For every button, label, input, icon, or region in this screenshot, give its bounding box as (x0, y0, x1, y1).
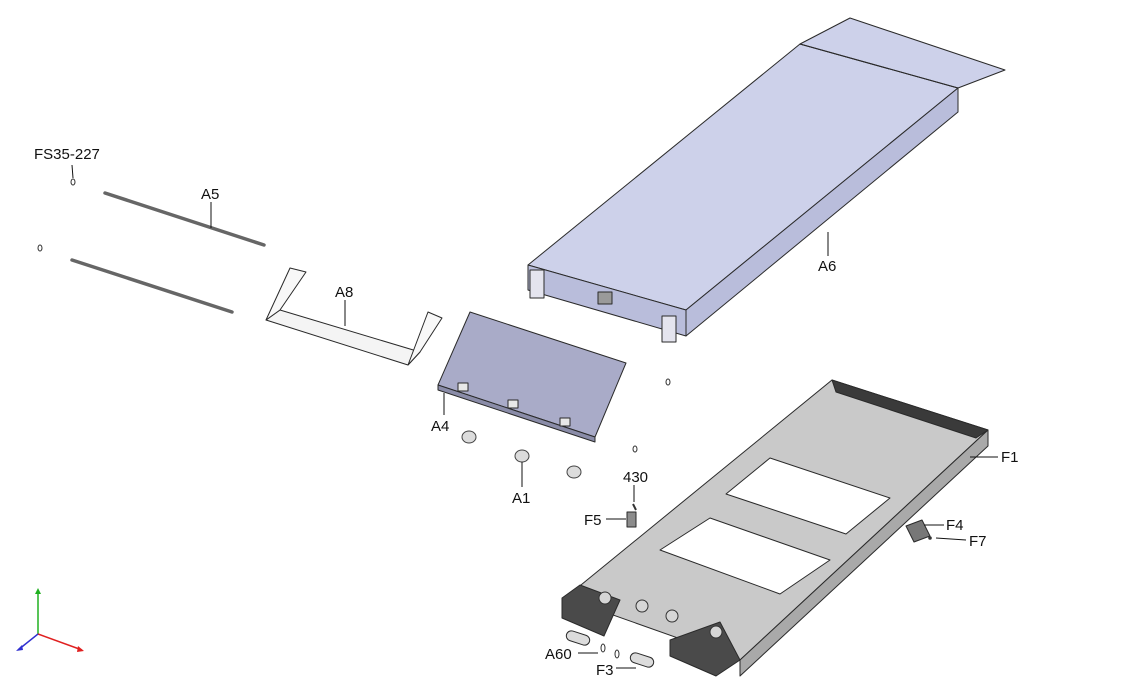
a5-rod-upper (103, 191, 266, 247)
part-a1-bushings (461, 378, 671, 479)
a6-latch-left (529, 269, 545, 299)
part-f5 (626, 511, 637, 528)
f1-cutout-upper (725, 457, 891, 535)
f4-block (905, 519, 931, 543)
f1-cutout-lower (659, 517, 831, 595)
screw-430 (632, 503, 637, 511)
a6-latch-center (597, 291, 613, 305)
pin-f3 (629, 652, 655, 668)
label-f1: F1 (1001, 449, 1019, 466)
bushing-1 (461, 430, 477, 444)
washer-small-2 (632, 445, 638, 453)
f1-frame-back-rail (831, 379, 989, 439)
pin-washer-2 (614, 649, 620, 659)
f1-pivot-3 (665, 609, 679, 623)
a8-right-upright (407, 311, 443, 366)
label-f7: F7 (969, 533, 987, 550)
part-f4 (905, 519, 931, 543)
label-a4: A4 (431, 418, 449, 435)
axis-z-arrow (16, 645, 23, 651)
a8-back-bar (265, 309, 421, 366)
f1-front-right-block (669, 621, 741, 677)
bushing-2 (514, 449, 530, 463)
label-f5: F5 (584, 512, 602, 529)
a4-tab-1 (457, 382, 469, 392)
a4-panel-edge (437, 384, 596, 443)
part-a8-bracket (265, 267, 443, 366)
part-a6-top-cover (527, 17, 1006, 343)
label-a6: A6 (818, 258, 836, 275)
a6-cover-right-side (685, 87, 959, 337)
a6-seam-line (799, 43, 959, 89)
axis-triad (16, 588, 84, 652)
part-fs35-227-clips (37, 178, 76, 252)
label-a60: A60 (545, 646, 572, 663)
part-a60-f3-pins (565, 630, 655, 668)
a4-tab-2 (507, 399, 519, 409)
label-a1: A1 (512, 490, 530, 507)
part-f7 (928, 536, 932, 540)
a6-latch-right (661, 315, 677, 343)
f1-pivot-1 (598, 591, 612, 605)
axis-x-line (37, 633, 83, 651)
callout-labels: FS35-227 A5 A8 A6 A4 A1 430 F1 F5 F4 F7 … (34, 146, 1019, 679)
part-a5-rods (70, 191, 266, 314)
axis-y-arrow (35, 588, 41, 594)
label-a8: A8 (335, 284, 353, 301)
f7-screw (928, 536, 932, 540)
part-a4-panel (437, 311, 627, 443)
f1-pivot-4 (709, 625, 723, 639)
label-f3: F3 (596, 662, 614, 679)
bushing-3 (566, 465, 582, 479)
label-a5: A5 (201, 186, 219, 203)
axis-x-arrow (77, 646, 84, 652)
part-f1-base-frame (561, 379, 989, 677)
part-430-screw (632, 503, 637, 511)
leader-fs35-227 (71, 164, 74, 179)
pin-washer-1 (600, 643, 606, 653)
label-f4: F4 (946, 517, 964, 534)
pin-a60 (565, 630, 591, 646)
clip-lower (37, 244, 43, 252)
a4-tab-3 (559, 417, 571, 427)
a5-rod-lower (70, 258, 234, 314)
a8-left-upright (265, 267, 307, 321)
f1-frame-right-rail (739, 429, 989, 677)
leader-f7 (935, 537, 967, 541)
leader-lines (71, 164, 998, 669)
label-430: 430 (623, 469, 648, 486)
washer-small-1 (665, 378, 671, 386)
f1-pivot-2 (635, 599, 649, 613)
f5-block (626, 511, 637, 528)
clip-upper (70, 178, 76, 186)
label-fs35-227: FS35-227 (34, 146, 100, 163)
